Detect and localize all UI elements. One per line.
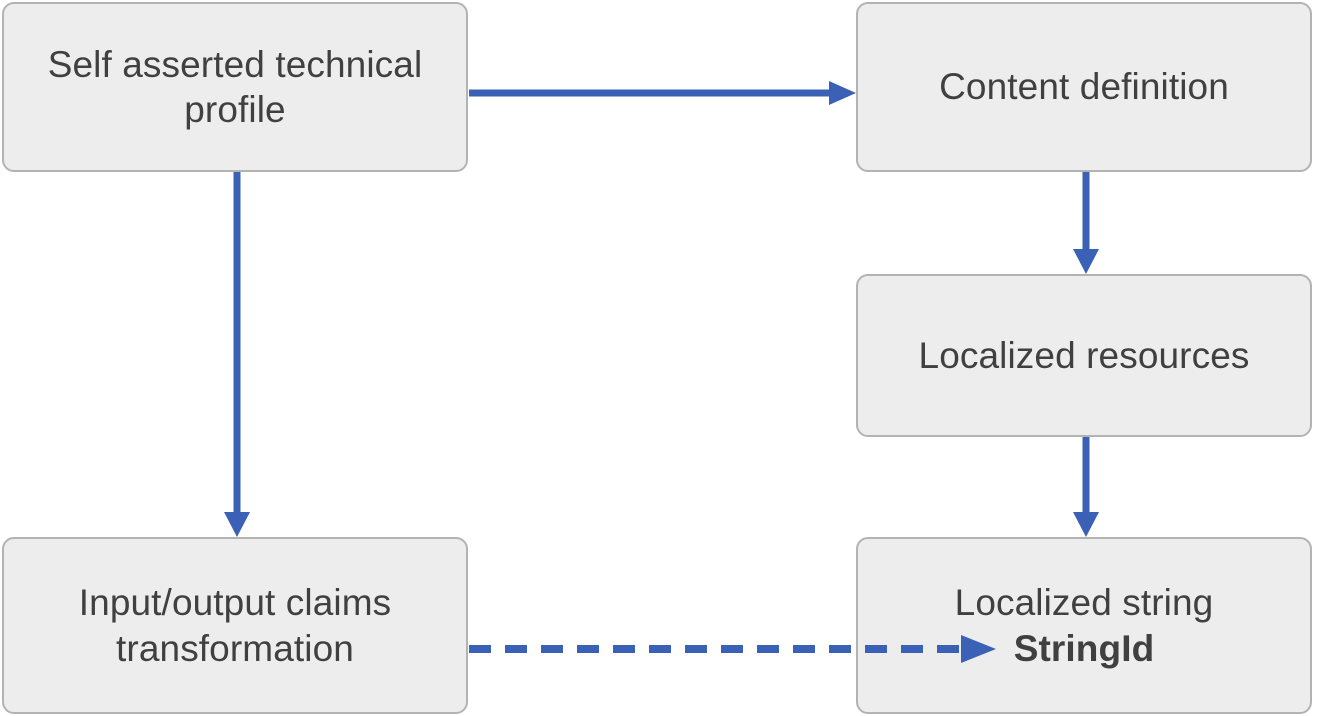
edge-self-asserted-to-claims-transformation [224, 172, 250, 537]
node-label: Input/output claims transformation [18, 580, 452, 670]
node-localized-resources[interactable]: Localized resources [856, 274, 1312, 437]
edge-localized-resources-to-localized-string [1073, 437, 1099, 537]
edge-self-asserted-to-content-definition [469, 81, 856, 105]
node-label: Content definition [872, 64, 1296, 109]
node-localized-string[interactable]: Localized string StringId [856, 537, 1312, 714]
edge-content-definition-to-localized-resources [1073, 172, 1099, 274]
node-label-line-1: Self asserted technical [47, 43, 423, 85]
node-label: Localized string StringId [872, 580, 1296, 670]
node-input-output-claims-transformation[interactable]: Input/output claims transformation [2, 537, 468, 714]
node-label: Localized resources [872, 333, 1296, 378]
node-label-line-1: Input/output claims [78, 582, 392, 624]
node-self-asserted-technical-profile[interactable]: Self asserted technical profile [2, 2, 468, 172]
node-label-line-2-stringid: StringId [1013, 627, 1155, 669]
node-label-line-2: transformation [116, 627, 354, 669]
node-label-line-2: profile [184, 89, 286, 130]
node-label-line-1: Localized resources [918, 334, 1250, 376]
node-label-line-1: Localized string [954, 582, 1214, 624]
node-label-line-1: Content definition [939, 66, 1229, 108]
node-label: Self asserted technical profile [18, 42, 452, 132]
node-content-definition[interactable]: Content definition [856, 2, 1312, 172]
